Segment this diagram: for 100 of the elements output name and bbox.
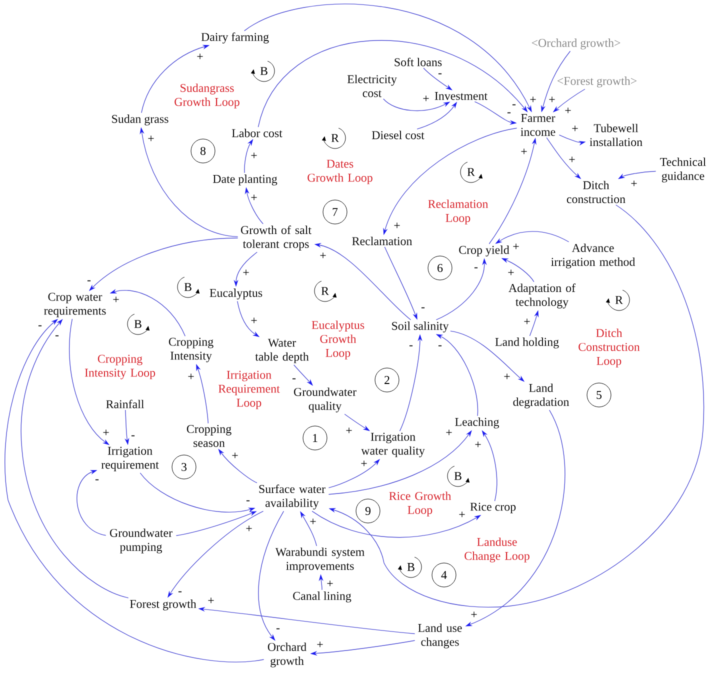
polarity-sign: + — [242, 269, 250, 277]
variable-label: Land use changes — [418, 624, 462, 648]
polarity-sign: - — [178, 590, 182, 596]
variable-label: Cropping season — [186, 425, 232, 447]
loop-name: Reclamation Loop — [428, 200, 488, 224]
arrow — [76, 470, 106, 536]
loop-number: 8 — [190, 138, 216, 164]
loop-name: Irrigation Requirement Loop — [218, 370, 280, 410]
polarity-sign: + — [564, 107, 572, 115]
variable-label: Orchard growth — [268, 642, 306, 668]
variable-label: Cropping Intensity — [168, 338, 214, 362]
variable-label: Technical guidance — [660, 158, 706, 182]
loop-letter: B — [134, 320, 142, 328]
polarity-sign: + — [520, 148, 528, 156]
variable-label: Irrigation water quality — [361, 432, 425, 458]
variable-label: Forest growth — [130, 600, 196, 610]
variable-label: Rice crop — [470, 502, 516, 514]
polarity-sign: - — [420, 306, 426, 312]
loop-number: 7 — [322, 200, 348, 224]
polarity-sign: + — [548, 96, 556, 104]
polarity-sign: - — [86, 280, 92, 284]
polarity-sign: + — [630, 180, 638, 188]
polarity-sign: - — [292, 378, 296, 382]
polarity-sign: + — [187, 373, 195, 381]
loop-number: 3 — [172, 454, 196, 480]
polarity-sign: + — [571, 125, 579, 133]
polarity-sign: + — [507, 269, 515, 277]
polarity-sign: + — [102, 429, 110, 437]
variable-label: Soft loans — [394, 58, 442, 66]
loop-number: 4 — [432, 562, 456, 588]
polarity-sign: - — [408, 344, 414, 350]
variable-label: Crop water requirements — [44, 292, 106, 318]
polarity-sign: + — [316, 641, 324, 649]
polarity-sign: + — [319, 252, 327, 260]
polarity-sign: + — [147, 135, 155, 143]
loop-name: Landuse Change Loop — [464, 538, 530, 562]
polarity-sign: + — [512, 243, 520, 251]
polarity-sign: + — [529, 96, 537, 104]
polarity-sign: + — [196, 53, 204, 61]
polarity-sign: + — [345, 427, 353, 435]
variable-label: <Orchard growth> — [532, 38, 620, 50]
polarity-sign: + — [470, 611, 478, 619]
variable-label: <Forest growth> — [557, 76, 637, 88]
loop-number: 6 — [428, 256, 452, 280]
polarity-sign: - — [512, 104, 516, 108]
loop-letter: B — [184, 283, 192, 291]
loop-letter: R — [321, 287, 329, 295]
polarity-sign: + — [445, 429, 453, 437]
variable-label: Adaptation of technology — [508, 284, 576, 308]
polarity-sign: + — [523, 318, 531, 326]
polarity-sign: + — [326, 580, 334, 588]
variable-label: Electricity cost — [347, 74, 397, 98]
polarity-sign: - — [38, 324, 42, 330]
variable-label: Investment — [434, 92, 488, 100]
polarity-sign: + — [422, 95, 430, 103]
variable-label: Rainfall — [106, 400, 144, 408]
polarity-sign: - — [276, 628, 280, 632]
loop-name: Ditch Construction Loop — [578, 328, 640, 368]
variable-label: Water table depth — [255, 338, 309, 364]
variable-label: Groundwater pumping — [110, 528, 172, 554]
variable-label: Eucalyptus — [210, 288, 262, 300]
polarity-sign: + — [393, 222, 401, 230]
loop-number: 9 — [356, 498, 380, 524]
loop-name: Rice Growth Loop — [389, 492, 452, 516]
variable-label: Advance irrigation method — [551, 244, 636, 268]
loop-letter: R — [467, 168, 475, 176]
variable-label: Surface water availability — [259, 484, 326, 510]
loop-name: Sudangrass Growth Loop — [174, 84, 240, 108]
polarity-sign: + — [458, 511, 466, 519]
variable-label: Date planting — [212, 174, 278, 186]
variable-label: Labor cost — [232, 128, 282, 138]
variable-label: Tubewell installation — [590, 124, 642, 146]
polarity-sign: - — [506, 112, 512, 116]
variable-label: Warabundi system improvements — [275, 548, 364, 572]
polarity-sign: - — [246, 500, 250, 504]
variable-label: Groundwater quality — [294, 388, 356, 412]
variable-label: Farmer income — [520, 114, 556, 136]
polarity-sign: + — [474, 441, 482, 449]
polarity-sign: + — [250, 317, 258, 325]
loop-number: 1 — [302, 426, 328, 450]
polarity-sign: + — [503, 373, 511, 381]
polarity-sign: + — [568, 156, 576, 164]
variable-label: Leaching — [455, 418, 500, 428]
loop-letter: B — [407, 563, 414, 571]
variable-label: Canal lining — [293, 592, 352, 602]
loop-number: 2 — [374, 368, 400, 392]
loop-name: Cropping Intensity Loop — [84, 354, 156, 380]
polarity-sign: - — [54, 334, 60, 340]
loop-letter: B — [454, 472, 462, 480]
loop-name: Dates Growth Loop — [308, 160, 372, 184]
variable-label: Reclamation — [352, 236, 412, 246]
loop-letter: B — [260, 67, 268, 75]
variable-label: Growth of salt tolerant crops — [240, 226, 312, 250]
loop-letter: R — [331, 134, 339, 142]
variable-label: Dairy farming — [201, 32, 269, 44]
polarity-sign: + — [250, 152, 258, 160]
variable-label: Ditch construction — [566, 180, 626, 204]
polarity-sign: + — [207, 597, 215, 605]
polarity-sign: + — [250, 194, 258, 202]
variable-label: Irrigation requirement — [101, 446, 159, 472]
